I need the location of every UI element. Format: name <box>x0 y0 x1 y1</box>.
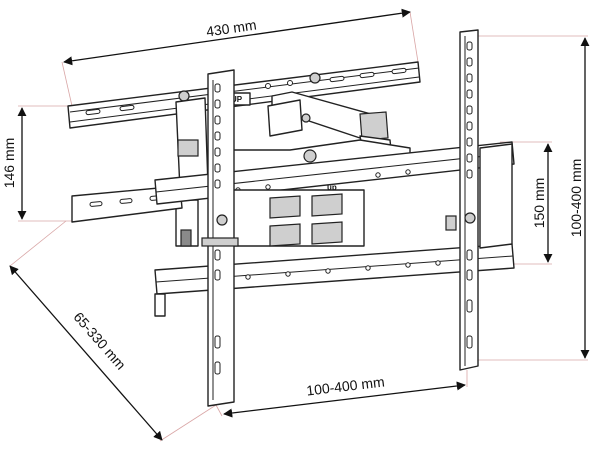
left-vertical-arm <box>201 69 239 407</box>
arm-extension-arrow <box>9 265 163 441</box>
tv-bracket-up-label: up <box>327 183 337 192</box>
bottom-width-label: 100-400 mm <box>305 373 385 398</box>
extension-lines <box>9 11 588 442</box>
tv-bracket: up <box>154 141 515 317</box>
bottom-width-arrow <box>223 381 466 418</box>
right-outer-height-label: 100-400 mm <box>568 159 584 238</box>
right-vertical-arm <box>445 29 479 371</box>
right-inner-height-label: 150 mm <box>531 178 547 229</box>
top-width-arrow <box>63 8 411 66</box>
wall-plate-up-label: UP <box>231 95 243 104</box>
top-width-label: 430 mm <box>205 17 257 40</box>
dimension-arrows <box>9 8 590 441</box>
left-height-label: 146 mm <box>1 138 17 189</box>
arm-extension-label: 65-330 mm <box>70 309 129 373</box>
wall-plate: UP <box>67 61 421 129</box>
